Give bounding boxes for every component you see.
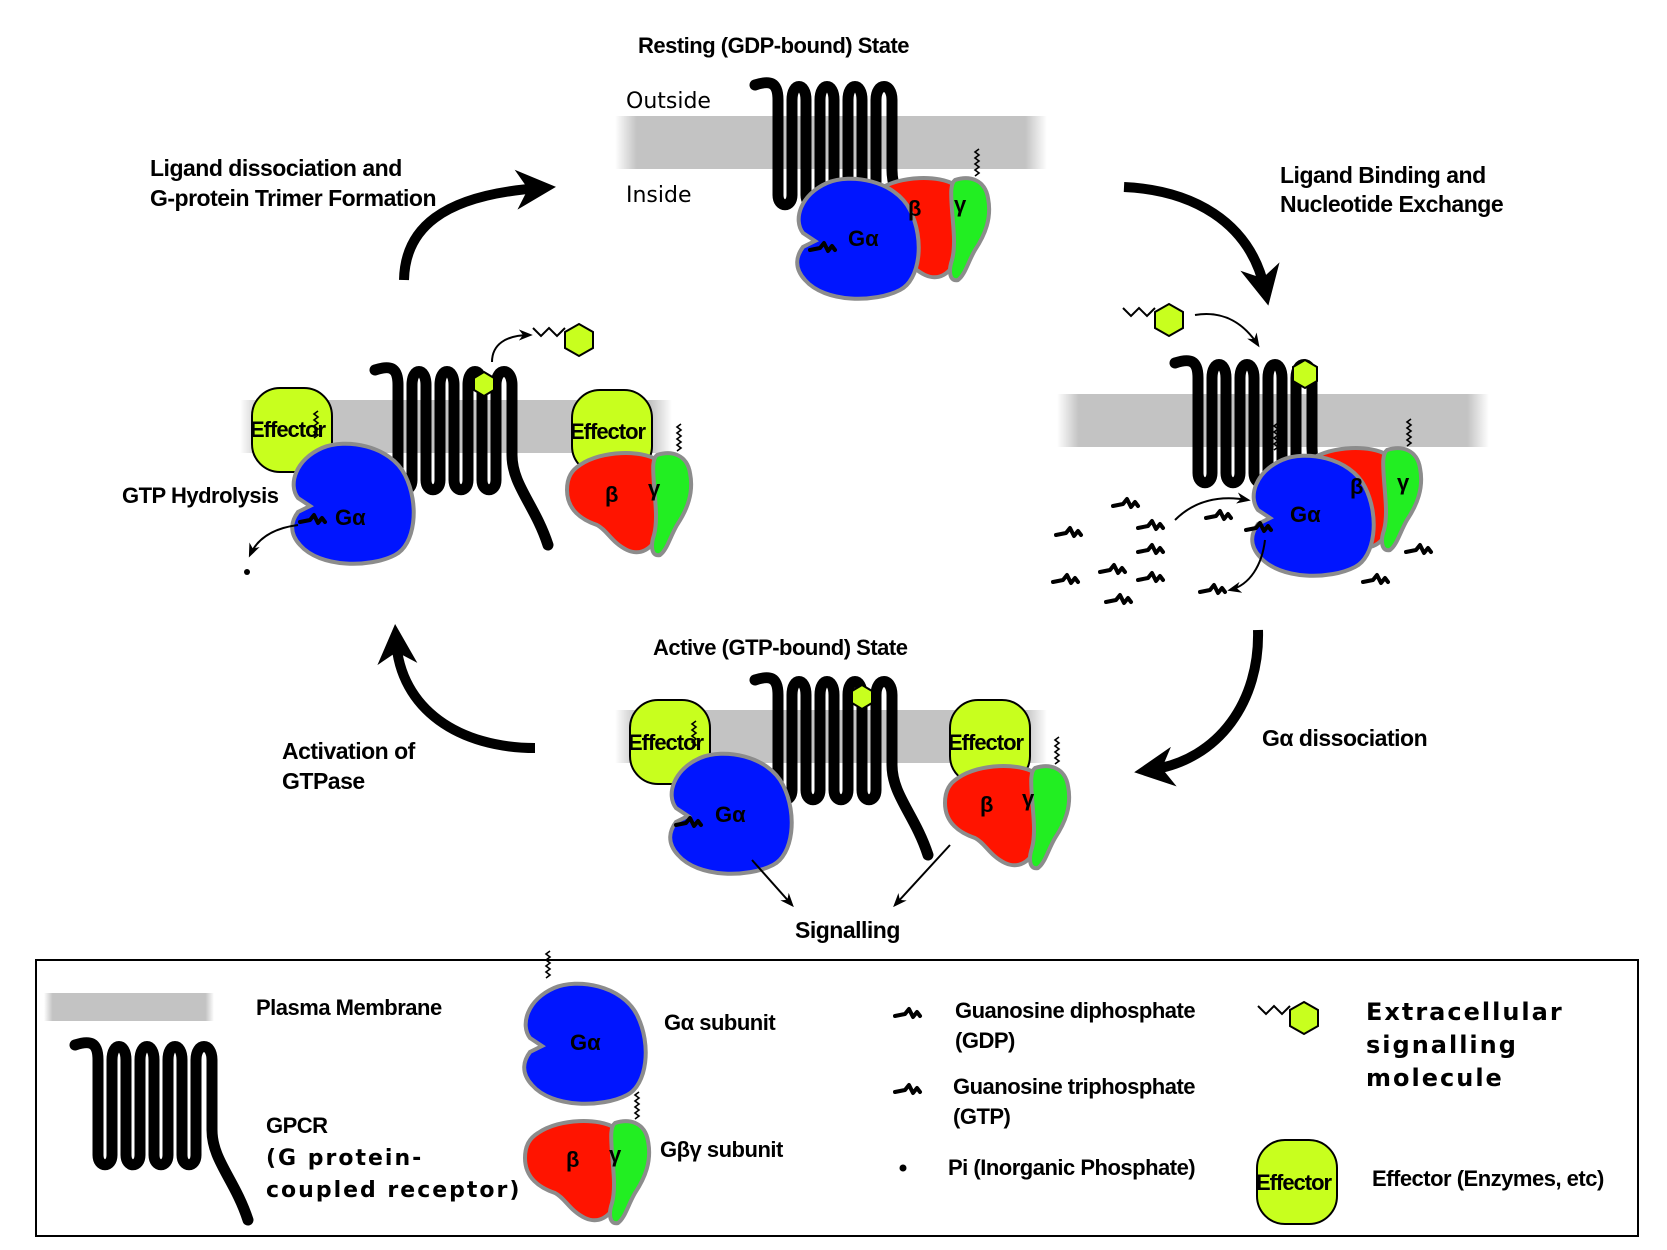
- legend-gpcr-2: (G protein-: [266, 1146, 423, 1171]
- cycle-arrow-bottom-left: [377, 624, 536, 753]
- step-ligand-binding-2: Nucleotide Exchange: [1280, 191, 1503, 217]
- cycle-arrow-top-left: [399, 169, 556, 281]
- ligand-approach-arrow: [1194, 313, 1260, 348]
- galpha-label-right: Gα: [1290, 502, 1321, 527]
- outside-label: Outside: [626, 89, 711, 114]
- galpha-label-top: Gα: [848, 226, 879, 251]
- cycle-arrow-top-right: [1123, 182, 1280, 306]
- ligand-bound-right: [1292, 358, 1318, 390]
- legend-box: [35, 959, 1639, 1237]
- step-gtp-hydrolysis: GTP Hydrolysis: [122, 483, 279, 508]
- legend-membrane-swatch: [44, 993, 214, 1021]
- step-activation-2: GTPase: [282, 768, 365, 794]
- galpha-label-left: Gα: [335, 505, 366, 530]
- gamma-label-left: γ: [648, 476, 661, 501]
- legend-extracellular-2: signalling: [1366, 1031, 1518, 1059]
- gtp-in-arrow: [1174, 492, 1251, 521]
- effector-label-bottom-right: Effector: [948, 730, 1025, 755]
- ligand-bound-bottom: [851, 683, 873, 711]
- legend-gamma-letter: γ: [609, 1142, 622, 1167]
- ligand-right: [1122, 303, 1184, 337]
- active-state-title: Active (GTP-bound) State: [653, 635, 908, 660]
- legend-pi-dot: [899, 1164, 907, 1172]
- signal-arrow-right: [893, 844, 951, 908]
- gamma-label-right: γ: [1397, 470, 1410, 495]
- legend-plasma-membrane: Plasma Membrane: [256, 995, 442, 1020]
- beta-label-left: β: [605, 482, 618, 507]
- legend-gdp-1: Guanosine diphosphate: [955, 998, 1195, 1023]
- gamma-label-bottom: γ: [1022, 786, 1035, 811]
- signal-arrow-left: [751, 859, 794, 908]
- beta-label-top: β: [908, 196, 921, 221]
- legend-gtp-1: Guanosine triphosphate: [953, 1074, 1195, 1099]
- step-trimer-2: G-protein Trimer Formation: [150, 185, 436, 211]
- step-galpha-dissociation: Gα dissociation: [1262, 725, 1427, 751]
- ligand-bound-left: [473, 370, 495, 398]
- legend-galpha-subunit: Gα subunit: [664, 1010, 776, 1035]
- beta-label-bottom: β: [980, 792, 993, 817]
- legend-extracellular-3: molecule: [1366, 1064, 1504, 1092]
- galpha-label-bottom: Gα: [715, 802, 746, 827]
- step-activation-1: Activation of: [282, 738, 416, 764]
- step-ligand-binding-1: Ligand Binding and: [1280, 162, 1486, 188]
- cycle-arrow-bottom-right: [1134, 629, 1264, 787]
- step-trimer-1: Ligand dissociation and: [150, 155, 402, 181]
- legend-gdp-2: (GDP): [955, 1028, 1015, 1053]
- pi-release-arrow: [248, 524, 299, 558]
- legend-gtp-2: (GTP): [953, 1104, 1011, 1129]
- legend-beta-letter: β: [566, 1147, 579, 1172]
- pi-dot: [244, 569, 250, 575]
- legend-gbetagamma-subunit: Gβγ subunit: [660, 1137, 784, 1162]
- legend-gpcr-3: coupled receptor): [266, 1178, 521, 1203]
- ligand-left: [532, 323, 594, 357]
- legend-effector-letter: Effector: [1256, 1170, 1333, 1195]
- gdp-out-arrow: [1227, 539, 1266, 593]
- legend-gpcr-1: GPCR: [266, 1113, 328, 1138]
- legend-effector: Effector (Enzymes, etc): [1372, 1166, 1604, 1191]
- legend-extracellular-1: Extracellular: [1366, 998, 1564, 1026]
- signalling-label: Signalling: [795, 917, 900, 943]
- ligand-leave-arrow: [491, 329, 533, 363]
- inside-label: Inside: [626, 183, 692, 208]
- resting-state-title: Resting (GDP-bound) State: [638, 33, 909, 58]
- legend-galpha-letter: Gα: [570, 1030, 601, 1055]
- beta-label-right: β: [1350, 474, 1363, 499]
- legend-pi: Pi (Inorganic Phosphate): [948, 1155, 1195, 1180]
- effector-label-left-b: Effector: [570, 419, 647, 444]
- gamma-label-top: γ: [954, 192, 967, 217]
